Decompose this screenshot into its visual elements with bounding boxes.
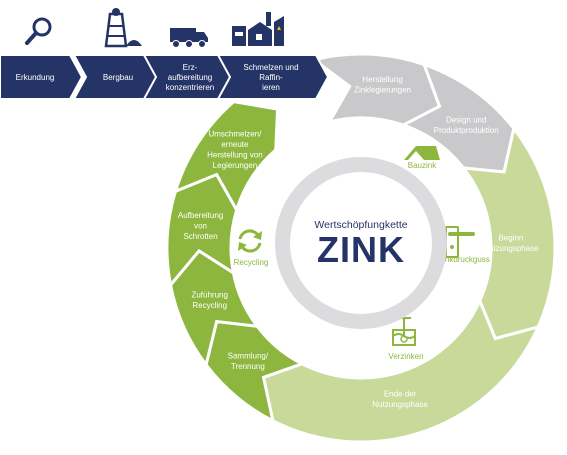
ring-arrow-shape [173, 99, 280, 214]
inner-icon-label: Verzinken [388, 352, 423, 361]
magnifier-icon [25, 17, 52, 45]
ring-segment-label-line: Recycling [192, 301, 227, 310]
ring-segment-label-line: Nutzungsphase [372, 400, 428, 409]
chain-step-label: Erkundung [16, 73, 55, 82]
ring-segment-label-line: Herstellung [362, 75, 402, 84]
house-roof-icon [404, 146, 440, 160]
hub-inner-disc [290, 172, 432, 314]
factory-icon [232, 12, 284, 46]
ring-segment-label-line: Nutzungsphase [483, 244, 539, 253]
ring-segment-label-line: Zinklegierungen [354, 86, 411, 95]
chain-chevron-shape [216, 54, 330, 100]
ring-segment-label-line: Design und [446, 115, 486, 124]
galvanizing-bath-icon [392, 317, 416, 346]
ring-segment-label-line: Produktproduktion [434, 126, 499, 135]
ring-segment-label-line: Umschmelzen/ [208, 130, 262, 139]
chain-step-label-line: Raffin- [259, 73, 283, 82]
chain-step: Erkundung [0, 54, 84, 100]
ring-segment-label: Sammlung/Trennung [228, 352, 269, 372]
chain-step-label-line: ieren [262, 83, 280, 92]
chain-step-label-line: Erz- [183, 63, 198, 72]
inner-icon-label: Bauzink [408, 161, 437, 170]
ring-segment-label-line: Legierungen [213, 161, 257, 170]
chain-step-label-line: Schmelzen und [243, 63, 298, 72]
mine-tower-icon [104, 8, 142, 48]
center-title: ZINK [317, 229, 405, 270]
inner-icon-label: Zinkdruckguss [438, 255, 490, 264]
ring-segment-label-line: Aufbereitung [178, 211, 223, 220]
chain-step-label-line: konzentrieren [166, 83, 214, 92]
ring-segment-label-line: erneute [221, 140, 249, 149]
ring-segment-label-line: Herstellung von [207, 151, 263, 160]
chain-step-label: Bergbau [103, 73, 133, 82]
ring-segment-label-line: von [194, 221, 207, 230]
recycling-arrows-icon [238, 229, 262, 253]
ring-segment-label-line: Ende der [384, 390, 417, 399]
chain-chevron-shape [0, 54, 84, 100]
center-subtitle: Wertschöpfungkette [314, 219, 407, 231]
center-hub: Wertschöpfungkette ZINK [275, 157, 447, 329]
chain-step-label-line: aufbereitung [168, 73, 212, 82]
ring-segment-label-line: Sammlung/ [228, 352, 269, 361]
inner-icon-label: Recycling [234, 258, 269, 267]
door-handle-icon [445, 226, 475, 258]
chain-step-label-line: Erkundung [16, 73, 55, 82]
ring-segment-label-line: Zuführung [191, 291, 227, 300]
ring-segment-label-line: Trennung [231, 362, 265, 371]
dump-truck-icon [170, 28, 208, 48]
chain-step-label-line: Bergbau [103, 73, 133, 82]
ring-segment-label-line: Schrotten [183, 232, 217, 241]
ring-segment-label-line: Beginn [498, 233, 523, 242]
